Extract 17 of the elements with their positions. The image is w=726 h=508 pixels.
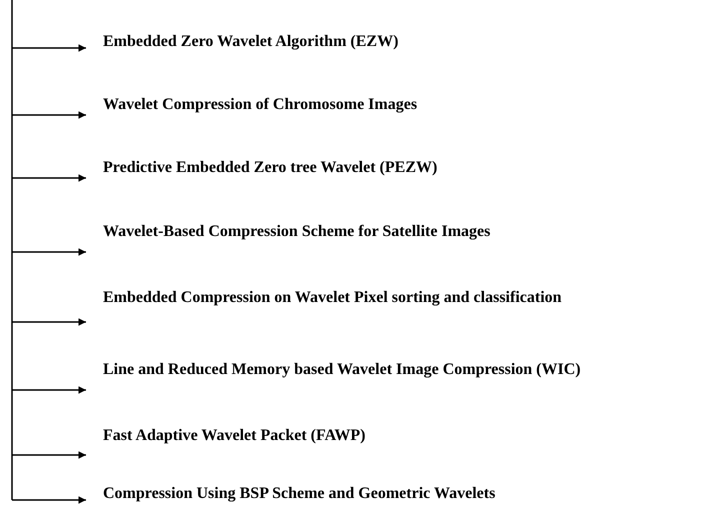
arrow: [12, 386, 86, 394]
arrow: [12, 111, 86, 119]
arrow: [12, 318, 86, 326]
arrow: [12, 496, 86, 504]
method-label: Predictive Embedded Zero tree Wavelet (PEZW): [103, 158, 438, 178]
arrow: [12, 174, 86, 182]
method-label: Compression Using BSP Scheme and Geometric Wavelets: [103, 484, 496, 504]
method-label: Embedded Compression on Wavelet Pixel sorting and classification: [103, 288, 562, 308]
trunk-line: [11, 0, 13, 500]
method-label: Wavelet Compression of Chromosome Images: [103, 95, 418, 115]
method-label: Wavelet-Based Compression Scheme for Satellite Images: [103, 222, 490, 242]
arrow: [12, 44, 86, 52]
arrow: [12, 451, 86, 459]
method-label: Fast Adaptive Wavelet Packet (FAWP): [103, 426, 366, 446]
method-label: Line and Reduced Memory based Wavelet Image Compression (WIC): [103, 360, 581, 380]
method-label: Embedded Zero Wavelet Algorithm (EZW): [103, 32, 398, 52]
arrow: [12, 248, 86, 256]
